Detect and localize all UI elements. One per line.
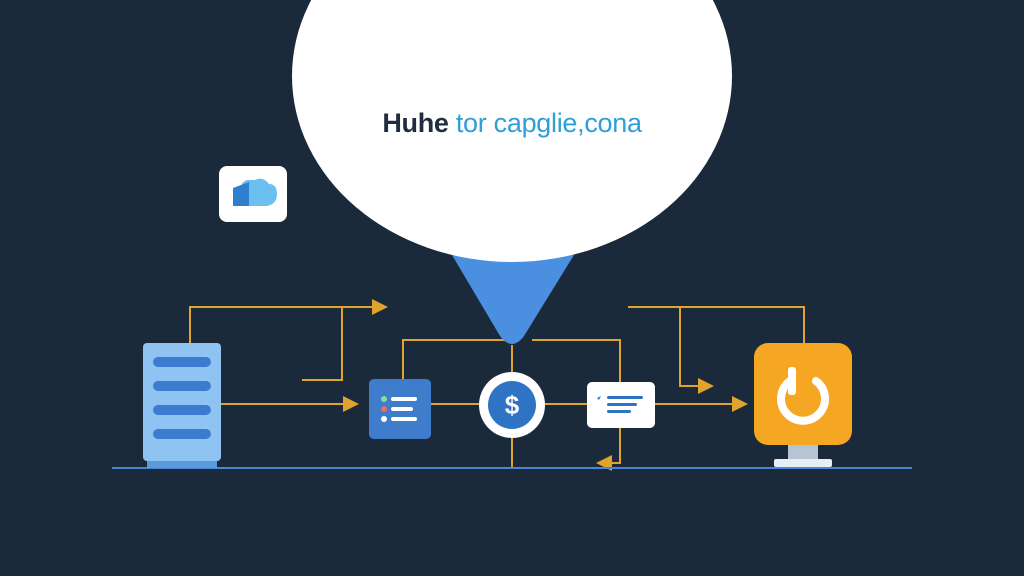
cloud-icon [233,178,277,206]
bubble-pointer [452,255,574,344]
connector-server-top [189,299,388,343]
server-base [147,461,217,468]
bubble-title: Huhe tor capglie,cona [292,108,732,139]
power-stand [774,445,832,467]
server-bar [153,429,211,439]
connector-right-top [628,306,805,343]
power-icon [777,367,829,425]
message-icon [597,396,643,413]
connector-right-loop [679,307,714,394]
bubble-title-accent: tor capglie,cona [455,108,642,138]
server-bar [153,405,211,415]
dollar-icon: $ [488,381,536,429]
payment-node: $ [479,372,545,438]
list-node [369,379,431,439]
bubble-title-dark: Huhe [382,108,449,138]
connector-left-branch [402,339,512,379]
server-node [143,343,221,461]
server-icon [153,357,211,367]
cloud-node [219,166,287,222]
connector-loop-left [302,307,343,381]
message-node [587,382,655,428]
server-bar [153,381,211,391]
list-icon [381,396,417,422]
power-node [754,343,852,445]
